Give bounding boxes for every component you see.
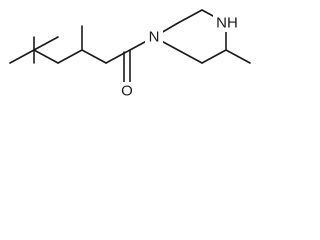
bond-ch-ch2 xyxy=(81,49,107,64)
bond-ring-c5-c6 xyxy=(201,49,227,64)
tert-butyl-group xyxy=(9,36,59,64)
nh-label: NH xyxy=(216,15,238,32)
oxygen-label-bg xyxy=(118,82,136,100)
bond-methyl-c xyxy=(33,36,59,51)
bond-quaternary-ch2 xyxy=(33,49,59,64)
nh-label-bg xyxy=(213,14,241,32)
oxygen-label: O xyxy=(121,83,133,100)
molecule-svg: N NH O xyxy=(9,9,251,100)
alkyl-chain xyxy=(57,25,131,64)
nitrogen-label-bg xyxy=(145,28,163,46)
bond-ring-methyl xyxy=(225,49,251,64)
bond-ch2-ch xyxy=(57,49,83,64)
atom-labels: N NH O xyxy=(118,14,241,100)
bond-methyl-a xyxy=(9,49,35,64)
bond-ch2-carbonyl xyxy=(105,49,131,64)
chemical-structure-drawing: N NH O xyxy=(9,9,251,100)
bond-ring-c2-c3 xyxy=(177,9,203,24)
nitrogen-label: N xyxy=(149,29,160,46)
